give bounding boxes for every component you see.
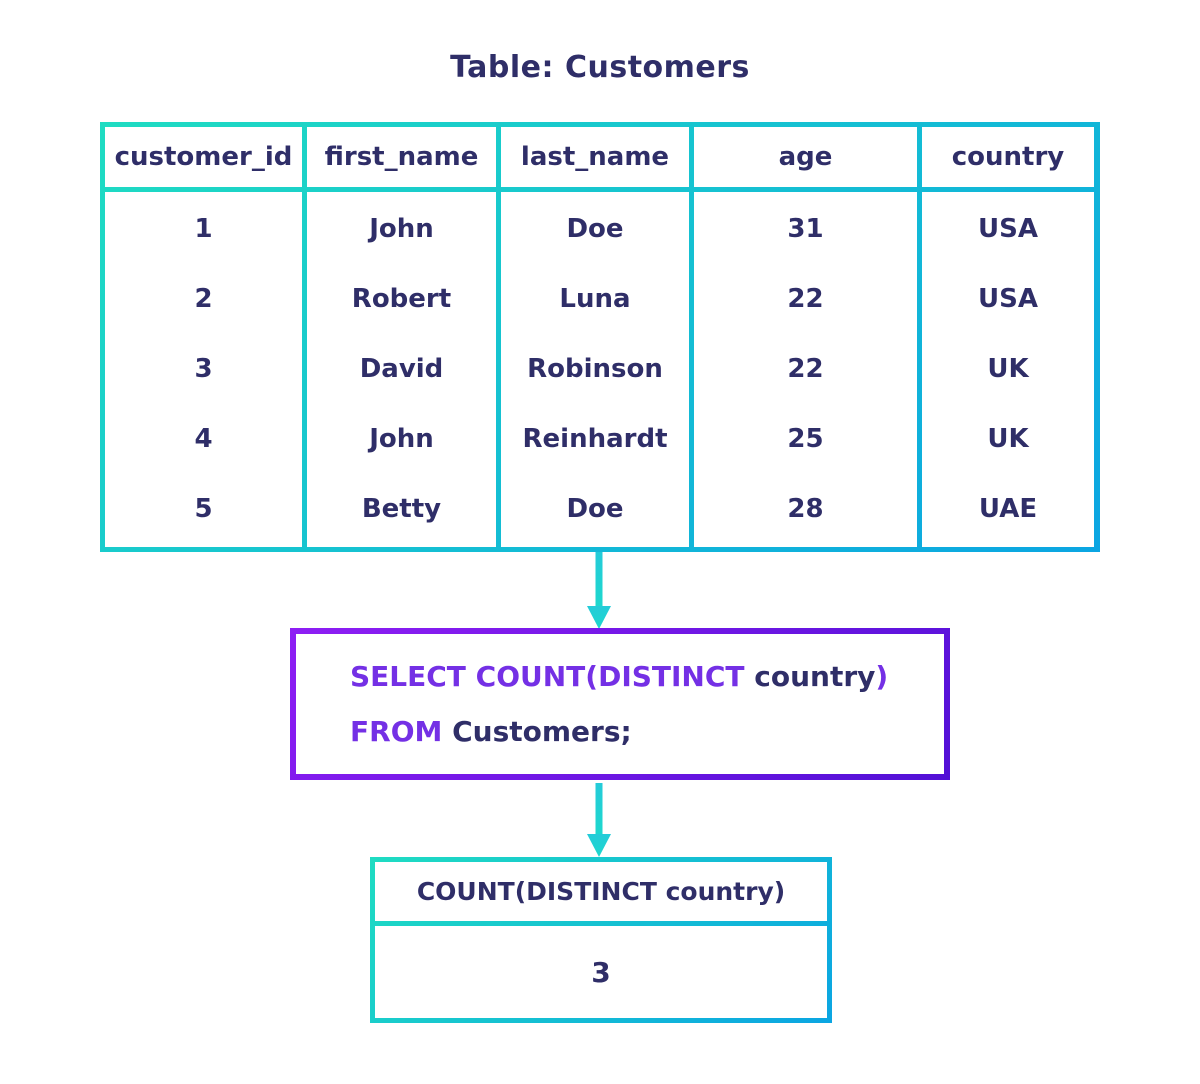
table-cell: Luna [559, 284, 631, 314]
table-cell: 22 [787, 284, 824, 314]
table-cell: USA [978, 284, 1038, 314]
table-cell: 28 [787, 494, 824, 524]
table-cell: UK [987, 424, 1029, 454]
table-cell: 3 [194, 354, 213, 384]
column-header-first-name: first_name [307, 127, 496, 187]
table-cell: John [369, 424, 434, 454]
result-value: 3 [375, 926, 827, 1018]
table-cell: 1 [194, 214, 213, 244]
table-cell: Doe [566, 214, 624, 244]
column-header-age: age [694, 127, 917, 187]
arrow-down-icon [587, 783, 611, 857]
table-cell: 5 [194, 494, 213, 524]
result-table: COUNT(DISTINCT country) 3 [370, 857, 832, 1023]
table-cell: Reinhardt [522, 424, 668, 454]
table-cell: UAE [978, 494, 1038, 524]
table-cell: Robert [351, 284, 452, 314]
table-cell: 4 [194, 424, 213, 454]
result-header: COUNT(DISTINCT country) [375, 862, 827, 921]
table-cell: 22 [787, 354, 824, 384]
sql-line-1: SELECT COUNT(DISTINCT country) [350, 649, 924, 704]
column-header-customer-id: customer_id [105, 127, 302, 187]
sql-keyword-select-count-distinct: SELECT COUNT(DISTINCT [350, 660, 745, 693]
table-cell: Betty [361, 494, 442, 524]
table-cell: 25 [787, 424, 824, 454]
table-column-first-name: John Robert David John Betty [307, 192, 496, 547]
table-cell: John [369, 214, 434, 244]
table-cell: David [359, 354, 444, 384]
table-column-customer-id: 1 2 3 4 5 [105, 192, 302, 547]
table-column-last-name: Doe Luna Robinson Reinhardt Doe [501, 192, 689, 547]
table-cell: USA [978, 214, 1038, 244]
sql-line-2: FROM Customers; [350, 704, 924, 759]
sql-query-text: SELECT COUNT(DISTINCT country) FROM Cust… [296, 634, 944, 774]
sql-argument-country: country [754, 660, 876, 693]
sql-argument-customers: Customers; [452, 715, 632, 748]
table-cell: Robinson [527, 354, 663, 384]
table-column-country: USA USA UK UK UAE [922, 192, 1094, 547]
column-header-last-name: last_name [501, 127, 689, 187]
diagram-title: Table: Customers [450, 50, 750, 85]
sql-close-paren: ) [875, 660, 889, 693]
column-header-country: country [922, 127, 1094, 187]
table-cell: 31 [787, 214, 824, 244]
arrow-down-icon [587, 552, 611, 629]
customers-table: customer_id first_name last_name age cou… [100, 122, 1100, 552]
table-cell: Doe [566, 494, 624, 524]
sql-keyword-from: FROM [350, 715, 443, 748]
table-cell: 2 [194, 284, 213, 314]
table-cell: UK [987, 354, 1029, 384]
sql-query-box: SELECT COUNT(DISTINCT country) FROM Cust… [290, 628, 950, 780]
table-column-age: 31 22 22 25 28 [694, 192, 917, 547]
